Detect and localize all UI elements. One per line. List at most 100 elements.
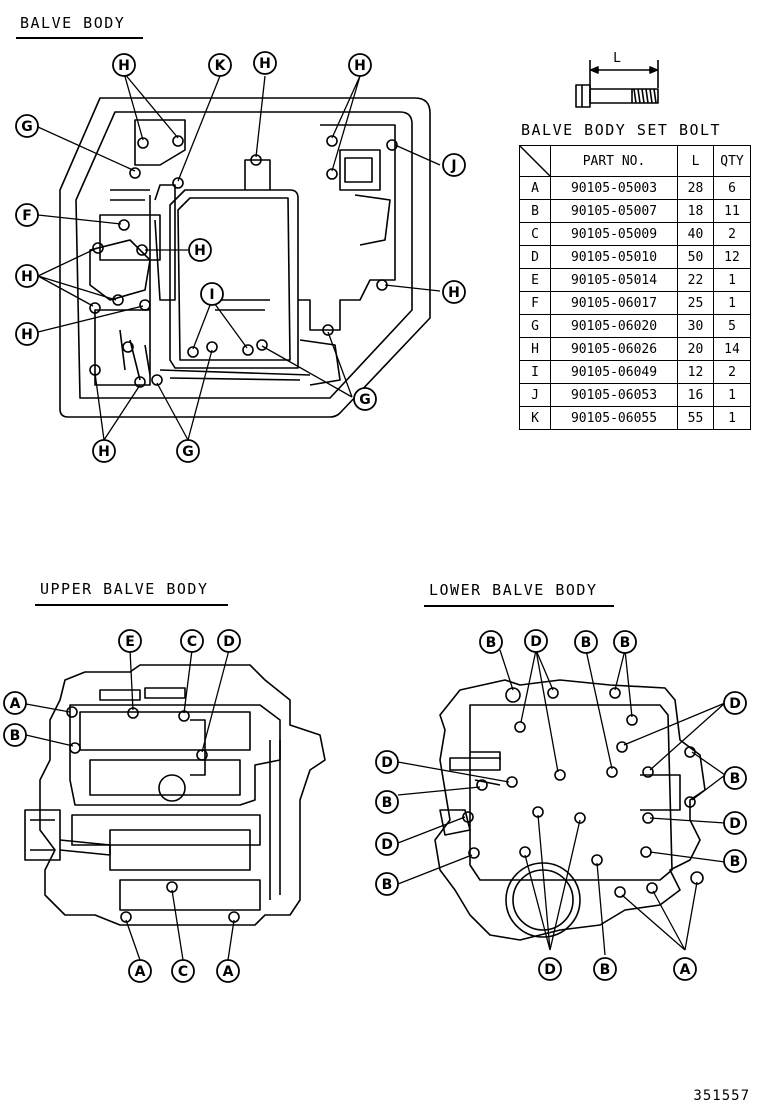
row-part-no: 90105-05014 <box>550 268 678 292</box>
table-header-row: PART NO. L QTY <box>519 145 751 177</box>
callout-lower-0: B <box>486 635 497 651</box>
row-part-no: 90105-06017 <box>550 291 678 315</box>
diagonal-line <box>520 146 550 176</box>
row-part-no: 90105-06049 <box>550 360 678 384</box>
callout-main-14: G <box>182 444 194 460</box>
row-qty: 14 <box>713 337 751 361</box>
row-part-no: 90105-05010 <box>550 245 678 269</box>
row-code: J <box>519 383 551 407</box>
row-qty: 2 <box>713 222 751 246</box>
callout-upper-0: E <box>125 634 135 650</box>
callout-lower-1: D <box>530 634 542 650</box>
upper-title: UPPER BALVE BODY <box>40 580 209 598</box>
row-part-no: 90105-06055 <box>550 406 678 430</box>
callout-lower-2: B <box>581 635 592 651</box>
row-part-no: 90105-05009 <box>550 222 678 246</box>
row-qty: 11 <box>713 199 751 223</box>
row-code: G <box>519 314 551 338</box>
callout-main-3: H <box>354 58 366 74</box>
callout-lower-5: D <box>381 755 393 771</box>
callout-upper-3: A <box>10 696 21 712</box>
row-qty: 2 <box>713 360 751 384</box>
callout-main-5: J <box>450 158 456 174</box>
callout-main-2: H <box>259 56 271 72</box>
row-code: I <box>519 360 551 384</box>
lower-valve-body <box>434 679 706 941</box>
callout-upper-7: A <box>223 964 234 980</box>
callout-main-0: H <box>118 58 130 74</box>
main-title-underline <box>16 37 143 39</box>
row-length: 40 <box>677 222 714 246</box>
callout-lower-10: B <box>730 854 741 870</box>
row-length: 20 <box>677 337 714 361</box>
row-length: 18 <box>677 199 714 223</box>
row-length: 16 <box>677 383 714 407</box>
main-valve-body <box>59 97 431 418</box>
callout-lower-6: B <box>730 771 741 787</box>
row-part-no: 90105-06020 <box>550 314 678 338</box>
callout-main-6: F <box>22 208 32 224</box>
row-qty: 1 <box>713 383 751 407</box>
row-qty: 6 <box>713 176 751 200</box>
callout-main-12: G <box>359 392 371 408</box>
row-qty: 12 <box>713 245 751 269</box>
row-qty: 1 <box>713 291 751 315</box>
row-code: E <box>519 268 551 292</box>
callout-lower-4: D <box>729 696 741 712</box>
table-title: BALVE BODY SET BOLT <box>521 121 722 139</box>
row-code: K <box>519 406 551 430</box>
callout-lower-3: B <box>620 635 631 651</box>
bolt-sketch <box>575 60 659 108</box>
row-length: 28 <box>677 176 714 200</box>
catalog-number: 351557 <box>693 1088 750 1104</box>
row-part-no: 90105-05003 <box>550 176 678 200</box>
row-part-no: 90105-06053 <box>550 383 678 407</box>
row-code: F <box>519 291 551 315</box>
callout-letters: H K H H G J F H H H H I G H G E C D A B … <box>10 56 741 980</box>
callout-main-11: I <box>209 287 214 303</box>
leader-lines <box>25 72 726 961</box>
callout-lower-7: B <box>382 795 393 811</box>
callout-main-1: K <box>215 58 227 74</box>
callout-main-9: H <box>21 327 33 343</box>
callout-upper-6: C <box>178 964 188 980</box>
callout-lower-14: A <box>680 962 691 978</box>
row-part-no: 90105-05007 <box>550 199 678 223</box>
row-length: 12 <box>677 360 714 384</box>
callout-circles <box>3 51 747 983</box>
callout-lower-12: D <box>544 962 556 978</box>
callout-lower-13: B <box>600 962 611 978</box>
callout-main-4: G <box>21 119 33 135</box>
header-length: L <box>677 145 714 177</box>
row-code: C <box>519 222 551 246</box>
callout-main-10: H <box>448 285 460 301</box>
header-qty: QTY <box>713 145 751 177</box>
bolt-length-label: L <box>613 51 621 66</box>
callout-lower-8: D <box>381 837 393 853</box>
row-length: 25 <box>677 291 714 315</box>
row-code: D <box>519 245 551 269</box>
row-length: 30 <box>677 314 714 338</box>
main-title: BALVE BODY <box>20 14 126 32</box>
lower-title-underline <box>424 605 614 607</box>
callout-upper-4: B <box>10 728 21 744</box>
row-qty: 1 <box>713 268 751 292</box>
row-code: B <box>519 199 551 223</box>
callout-upper-2: D <box>223 634 235 650</box>
callout-main-7: H <box>194 243 206 259</box>
row-length: 50 <box>677 245 714 269</box>
upper-title-underline <box>35 604 228 606</box>
upper-valve-body <box>24 664 326 926</box>
row-length: 22 <box>677 268 714 292</box>
